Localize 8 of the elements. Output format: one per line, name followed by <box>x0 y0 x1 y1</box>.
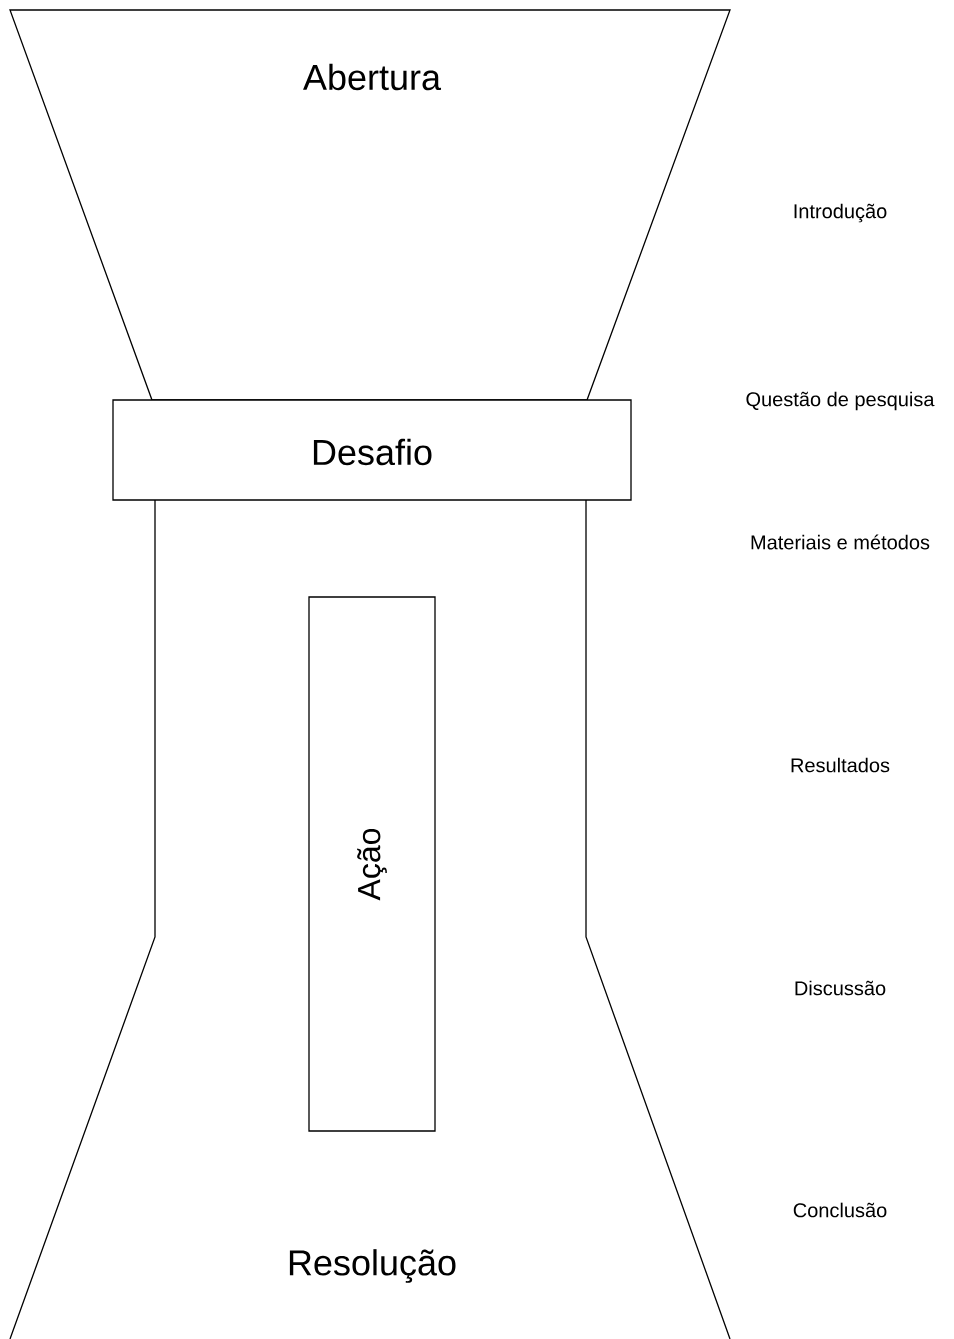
side-label: Introdução <box>794 203 887 223</box>
action-box: Ação <box>308 596 436 1132</box>
challenge-box: Desafio <box>112 399 632 501</box>
side-label: Resultados <box>791 757 890 773</box>
side-label: Materiais e métodos <box>751 534 930 550</box>
side-label: Discussão <box>795 980 886 996</box>
side-label: Conclusão <box>793 1202 887 1218</box>
side-label: Questão de pesquisa <box>746 391 935 411</box>
